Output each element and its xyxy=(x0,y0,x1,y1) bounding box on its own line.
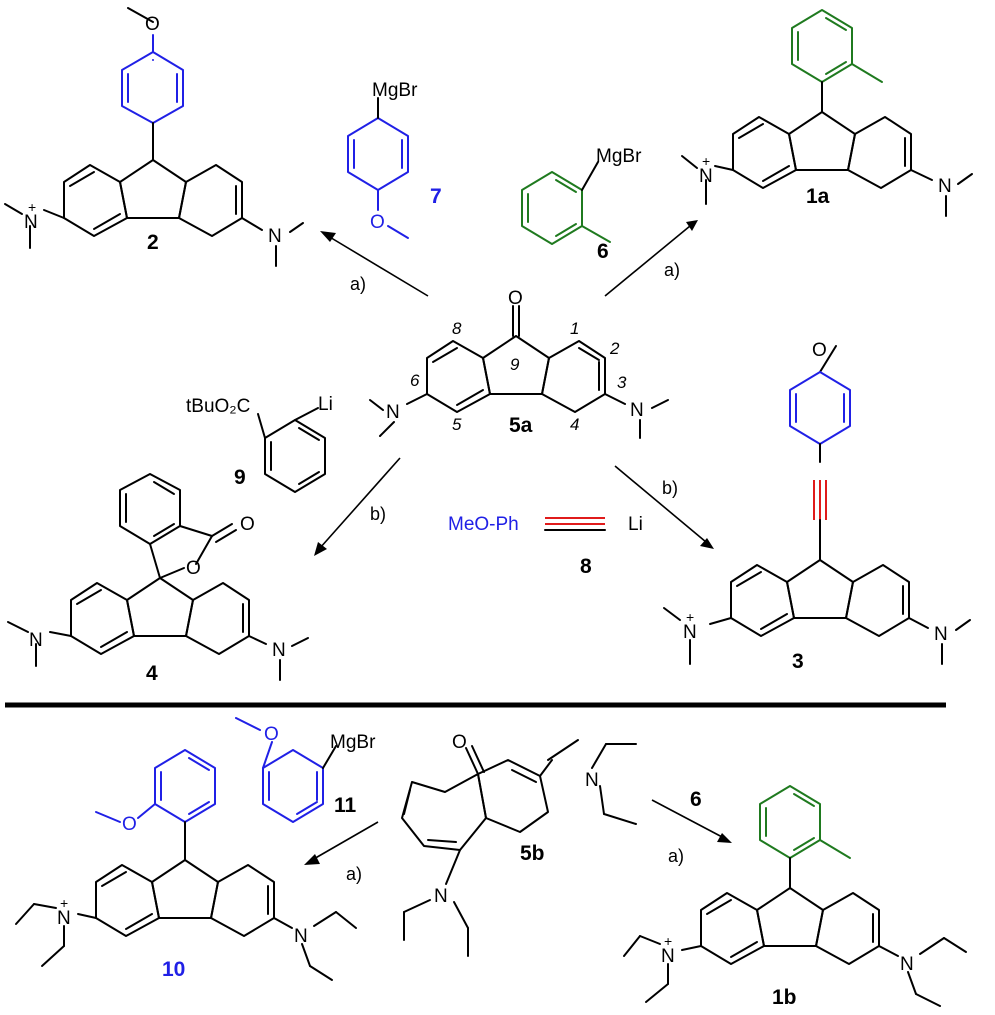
compound-5a-label: 5a xyxy=(509,414,533,437)
numbering-6: 6 xyxy=(410,371,420,390)
numbering-3: 3 xyxy=(617,373,627,392)
reagent-9-label: 9 xyxy=(234,466,246,489)
arrow-to-1a xyxy=(604,220,698,297)
compound-5b-structure xyxy=(401,739,637,957)
arrow-to-10 xyxy=(304,821,379,865)
numbering-1: 1 xyxy=(570,319,579,338)
condition-a-to-1a: a) xyxy=(664,260,680,280)
reagent-11-o: O xyxy=(264,724,279,745)
compound-1b-plus: + xyxy=(664,933,672,949)
reagent-7-mgbr: MgBr xyxy=(372,80,418,101)
reagent-9-tbuo2c: tBuO₂C xyxy=(186,396,250,417)
compound-4-n-right: N xyxy=(272,640,286,661)
condition-b-to-4: b) xyxy=(370,504,386,524)
compound-5b-label: 5b xyxy=(520,842,545,865)
compound-5a-o: O xyxy=(508,288,523,309)
condition-b-to-3: b) xyxy=(662,478,678,498)
compound-2-n-right: N xyxy=(268,226,282,247)
compound-10-label: 10 xyxy=(162,958,185,981)
compound-3-n-right: N xyxy=(934,624,948,645)
compound-4-structure xyxy=(7,473,309,681)
compound-10-plus: + xyxy=(60,895,68,911)
condition-a-to-1b: a) xyxy=(668,846,684,866)
compound-2-structure xyxy=(4,7,304,267)
numbering-4: 4 xyxy=(570,415,579,434)
reagent-6-mgbr: MgBr xyxy=(596,146,642,167)
compound-3-structure xyxy=(663,345,971,665)
compound-1b-structure xyxy=(623,785,967,1007)
compound-10-o: O xyxy=(122,814,137,835)
compound-1b-label: 1b xyxy=(772,986,797,1009)
reagent-8-li: Li xyxy=(628,514,643,535)
numbering-5: 5 xyxy=(452,415,462,434)
compound-1a-structure xyxy=(681,9,973,217)
compound-2-n-left: N xyxy=(24,212,38,233)
reagent-9-structure xyxy=(257,407,326,493)
compound-10-n-left: N xyxy=(57,908,71,929)
reagent-7-structure xyxy=(347,97,409,239)
compound-1a-plus: + xyxy=(702,153,710,169)
compound-5b-o: O xyxy=(452,732,467,753)
compound-3-n-left: N xyxy=(683,622,697,643)
compound-10-n-right: N xyxy=(294,926,308,947)
arrow-to-3 xyxy=(614,465,714,549)
reagent-7-o: O xyxy=(370,212,385,233)
reagent-11-structure xyxy=(235,717,337,823)
compound-4-o-ring: O xyxy=(186,558,201,579)
reagent-11-label: 11 xyxy=(334,794,357,817)
compound-5a-n-left: N xyxy=(386,402,400,423)
numbering-9: 9 xyxy=(510,355,520,374)
reagent-6-ref-label: 6 xyxy=(690,788,702,811)
compound-2-plus: + xyxy=(28,199,36,215)
compound-3-label: 3 xyxy=(792,650,804,673)
reagent-6-structure xyxy=(521,161,611,245)
compound-1a-label: 1a xyxy=(806,185,830,208)
compound-5b-n-top: N xyxy=(585,770,599,791)
reagent-11-mgbr: MgBr xyxy=(330,732,376,753)
compound-4-label: 4 xyxy=(146,662,158,685)
arrow-to-4 xyxy=(314,457,401,556)
compound-5a-n-right: N xyxy=(630,400,644,421)
compound-4-o-carbonyl: O xyxy=(240,514,255,535)
compound-10-structure xyxy=(15,749,357,981)
reagent-8-meoph: MeO-Ph xyxy=(448,514,519,535)
numbering-2: 2 xyxy=(609,339,620,358)
compound-4-n-left: N xyxy=(29,630,43,651)
condition-a-to-10: a) xyxy=(346,864,362,884)
arrow-to-2 xyxy=(320,231,429,297)
compound-1a-n-left: N xyxy=(699,166,713,187)
compound-2-label: 2 xyxy=(147,231,159,254)
compound-1b-n-left: N xyxy=(661,946,675,967)
arrow-to-1b xyxy=(651,799,732,843)
compound-1b-n-right: N xyxy=(900,954,914,975)
compound-3-plus: + xyxy=(686,609,694,625)
reagent-6-label: 6 xyxy=(597,240,609,263)
compound-3-o: O xyxy=(812,340,827,361)
reagent-9-li: Li xyxy=(318,394,333,415)
condition-a-to-2: a) xyxy=(350,274,366,294)
reagent-7-label: 7 xyxy=(430,185,442,208)
compound-5b-n-bottom: N xyxy=(434,886,448,907)
reagent-8-label: 8 xyxy=(580,555,592,578)
compound-1a-n-right: N xyxy=(938,176,952,197)
numbering-8: 8 xyxy=(452,319,462,338)
compound-2-o: O xyxy=(145,14,160,35)
compound-5a-structure xyxy=(369,305,669,439)
